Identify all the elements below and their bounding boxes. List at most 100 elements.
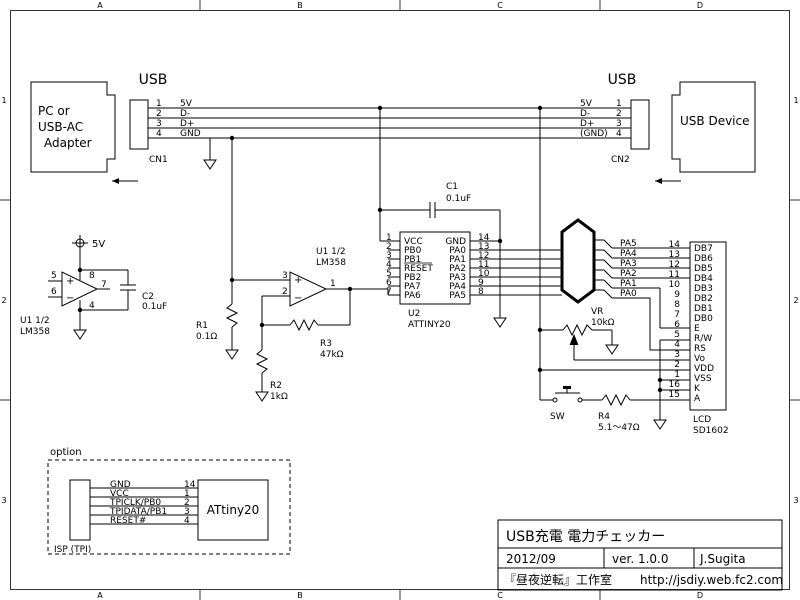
cn2-body	[630, 99, 650, 150]
cn1-body	[129, 99, 149, 150]
usb-left-title: USB	[139, 72, 168, 88]
r4-ref: R4	[598, 412, 610, 422]
lcd-wire-label: PA3	[620, 259, 637, 269]
u1-pin-5: 5	[51, 271, 57, 281]
isp-signal-label: RESET#	[110, 516, 146, 526]
lcd-pin-name: DB5	[694, 264, 713, 274]
mcu-pin-name-right: PA5	[449, 291, 466, 301]
cn2-signal-gnd: (GND)	[580, 129, 608, 139]
cn1-ref: CN1	[149, 155, 168, 165]
mcu-pin-name-left: PA7	[404, 282, 421, 292]
ground-symbol-r2	[255, 391, 269, 402]
lcd-wire-label: PA5	[620, 239, 637, 249]
pc-adapter-label-2: USB-AC	[38, 120, 83, 134]
schematic-author: J.Sugita	[699, 552, 746, 566]
cn1-signal-dminus: D-	[180, 109, 190, 119]
lcd-pin-name: RS	[694, 344, 706, 354]
r4-resistor	[601, 393, 631, 407]
usb-device-label: USB Device	[680, 114, 750, 128]
isp-signal-label: GND	[110, 480, 131, 490]
opamp-supply-symbol	[61, 271, 99, 307]
u1-supply-part: LM358	[20, 327, 50, 337]
isp-signal-label: VCC	[110, 489, 129, 499]
cn2-pin-2: 2	[616, 109, 622, 119]
col-label-c: C	[497, 1, 503, 10]
ground-symbol-lcd	[653, 419, 667, 430]
c2-ref: C2	[142, 292, 154, 302]
mcu-pin-name-left: PB2	[404, 273, 421, 283]
u1-main-ref: U1 1/2	[316, 247, 346, 257]
row-label-1-right: 1	[793, 96, 798, 105]
isp-header	[69, 479, 91, 541]
u1-main-pin-1: 1	[330, 279, 336, 289]
u1-pin-4: 4	[89, 301, 95, 311]
lcd-wire-label: PA1	[620, 279, 637, 289]
lcd-pin-name: DB3	[694, 284, 713, 294]
lcd-pin-name: DB4	[694, 274, 713, 284]
cn2-signal-dplus: D+	[580, 119, 594, 129]
schematic-date: 2012/09	[506, 552, 556, 566]
schematic-url: http://jsdiy.web.fc2.com	[640, 573, 783, 587]
mcu-pin-name-right: PA0	[449, 246, 466, 256]
mcu-pin-name-left: PB1	[404, 255, 421, 265]
mcu-pin-num-left: 7	[386, 287, 392, 297]
svg-text:−: −	[294, 293, 302, 304]
lcd-pin-num: 3	[674, 350, 680, 360]
row-label-1: 1	[1, 96, 6, 105]
lcd-pin-num: 2	[674, 360, 680, 370]
lcd-pin-name: E	[694, 324, 700, 334]
lcd-pin-num: 4	[674, 340, 680, 350]
cn2-signal-5v: 5V	[580, 99, 593, 109]
option-label: option	[50, 447, 82, 458]
lcd-pin-num: 12	[669, 260, 680, 270]
vr-ref: VR	[591, 307, 603, 317]
c1-value: 0.1uF	[446, 194, 471, 204]
r2-value: 1kΩ	[270, 392, 288, 402]
opamp-main-symbol	[289, 271, 328, 307]
cn1-pin-1: 1	[156, 99, 162, 109]
ground-symbol-u1	[73, 329, 87, 340]
svg-text:+: +	[294, 275, 302, 286]
attiny20-target-label: ATtiny20	[207, 503, 260, 517]
col-label-c-bottom: C	[497, 591, 503, 600]
cn1-signal-dplus: D+	[180, 119, 194, 129]
schematic-title: USB充電 電力チェッカー	[506, 529, 665, 545]
ground-symbol-cn1	[203, 159, 217, 170]
mcu-pin-name-right: PA1	[449, 255, 466, 265]
r1-resistor	[225, 303, 239, 328]
mcu-ref: U2	[408, 309, 420, 319]
col-label-a-bottom: A	[97, 591, 103, 600]
current-sense-section: R1 0.1Ω + − 3 2 1 U1 1/2 LM358 R3 47kΩ R…	[196, 247, 388, 402]
lcd-pin-name: VSS	[694, 374, 712, 384]
sw-ref: SW	[550, 412, 565, 422]
c2-value: 0.1uF	[142, 302, 167, 312]
lcd-ref: LCD	[693, 415, 711, 425]
col-label-a: A	[97, 1, 103, 10]
cn2-ref: CN2	[611, 155, 630, 165]
cn1-signal-gnd: GND	[180, 129, 201, 139]
ground-symbol-mcu	[493, 317, 507, 328]
cn2-pin-3: 3	[616, 119, 622, 129]
mcu-pin-num-left: 6	[386, 278, 392, 288]
lcd-pin-num: 16	[669, 380, 681, 390]
usb-device-outline	[671, 81, 756, 173]
isp-pin-num: 3	[184, 507, 190, 517]
u1-supply-ref: U1 1/2	[20, 316, 50, 326]
usb-bus: 1 2 3 4 5V D- D+ GND 5V D- D+ (GND) 1 2 …	[148, 99, 631, 280]
mcu-pin-num-right: 8	[478, 287, 484, 297]
lcd-pin-num: 6	[674, 320, 680, 330]
mcu-pin-num-left: 3	[386, 251, 392, 261]
r4-value: 5.1〜47Ω	[598, 423, 640, 433]
row-label-3-right: 3	[793, 496, 798, 505]
lcd-support-section: VR 10kΩ SW R4 5.1〜47Ω	[537, 108, 690, 433]
usb-left-connector: USB PC or USB-AC Adapter CN1	[30, 72, 168, 184]
lcd-pin-num: 8	[674, 300, 680, 310]
mcu-pin-num-left: 1	[386, 233, 392, 243]
mcu-pin-name-left: PB0	[404, 246, 422, 256]
vr-potentiometer	[562, 323, 593, 337]
mcu-pin-num-right: 13	[478, 242, 489, 252]
